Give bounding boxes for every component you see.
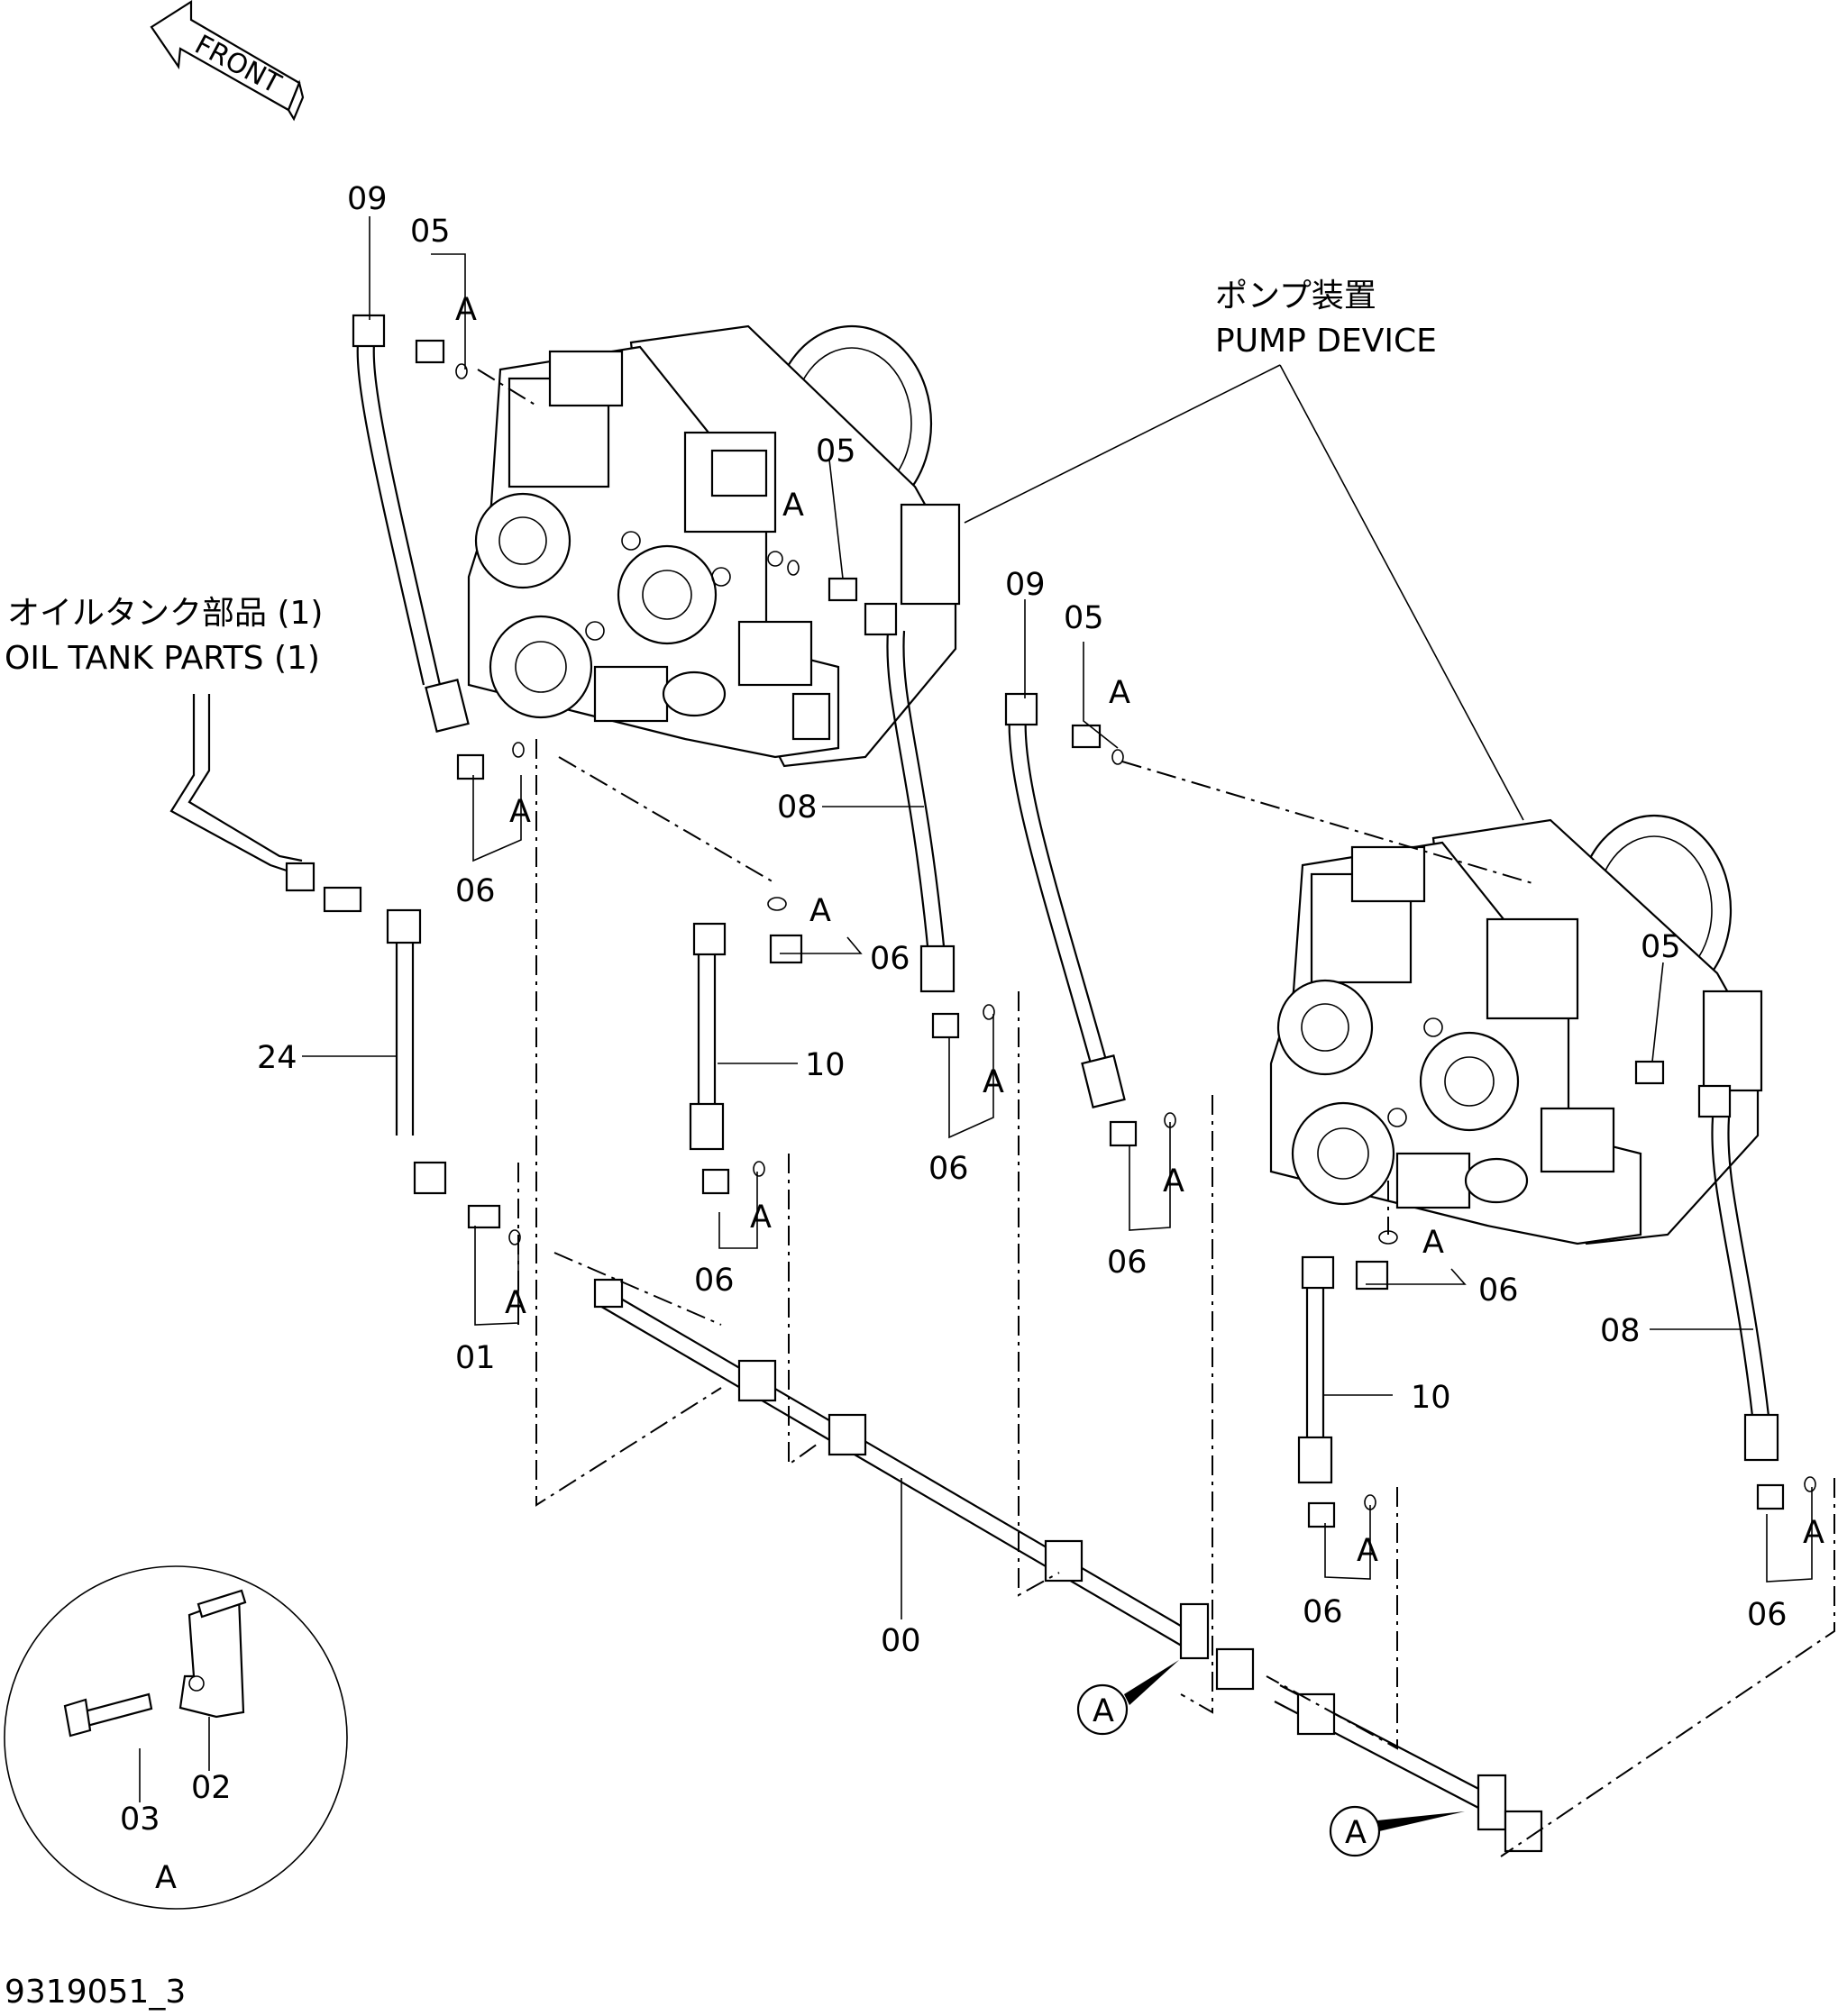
detail-view-label: A: [155, 1860, 177, 1896]
ref-label-a: A: [1422, 1225, 1444, 1261]
fittings: [415, 339, 1816, 1528]
leader-lines: [302, 216, 1753, 1619]
ref-balloon-a-1: A: [1076, 1660, 1179, 1736]
ref-balloon-a-label: A: [1345, 1815, 1367, 1851]
front-arrow-icon: FRONT: [150, 0, 305, 122]
part-label-06: 06: [1107, 1245, 1148, 1281]
ref-label-a: A: [505, 1285, 526, 1321]
part-label-00: 00: [881, 1623, 921, 1659]
part-label-09: 09: [347, 181, 388, 217]
pump-device-label-jp: ポンプ装置: [1215, 278, 1376, 315]
pump-device-upper: [467, 324, 961, 768]
part-label-06: 06: [870, 941, 910, 977]
part-label-06: 06: [694, 1263, 735, 1299]
drawing-number: 9319051_3: [5, 1974, 186, 2011]
part-label-06: 06: [1303, 1594, 1343, 1630]
assembly-labels: ポンプ装置 PUMP DEVICE オイルタンク部品 (1) OIL TANK …: [5, 278, 1437, 677]
ref-label-a: A: [809, 893, 831, 929]
ref-label-a: A: [983, 1064, 1004, 1100]
part-label-05: 05: [1641, 929, 1681, 965]
pump-device-lower: [1269, 814, 1763, 1245]
manifold-pipe-00: [593, 1278, 1543, 1853]
part-label-08: 08: [777, 789, 818, 826]
ref-balloon-a-label: A: [1093, 1693, 1114, 1729]
pump-device-label-en: PUMP DEVICE: [1215, 323, 1437, 360]
part-label-05: 05: [816, 433, 856, 470]
oil-tank-parts-label-jp: オイルタンク部品 (1): [7, 595, 323, 632]
hose-08-lower: [1697, 1084, 1779, 1462]
part-label-05: 05: [1064, 600, 1104, 636]
ref-label-a: A: [509, 794, 531, 830]
ref-balloon-a-2: A: [1329, 1805, 1465, 1857]
ref-label-a: A: [782, 488, 804, 524]
part-label-06: 06: [1747, 1597, 1788, 1633]
ref-label-a: A: [1163, 1163, 1184, 1200]
part-labels: 09 05 A 05 A 09 05 A 08 A 06 A 06 24 10 …: [120, 181, 1824, 1838]
oil-tank-parts-label-en: OIL TANK PARTS (1): [5, 640, 320, 677]
ref-label-a: A: [1357, 1533, 1378, 1569]
ref-label-a: A: [1109, 675, 1130, 711]
part-label-06: 06: [1478, 1273, 1519, 1309]
part-label-06: 06: [928, 1151, 969, 1187]
ref-label-a: A: [1803, 1515, 1824, 1551]
pump-device-leaders: [964, 364, 1524, 821]
hose-09-lower: [1004, 692, 1126, 1108]
part-label-02: 02: [191, 1770, 232, 1806]
hose-10-upper: [689, 922, 727, 1151]
part-label-10: 10: [1411, 1380, 1451, 1416]
part-label-08: 08: [1600, 1313, 1641, 1349]
hose-10-lower: [1297, 1255, 1335, 1484]
part-label-06: 06: [455, 873, 496, 909]
part-label-05: 05: [410, 214, 451, 250]
oil-tank-pipe: [169, 694, 362, 913]
part-label-09: 09: [1005, 567, 1046, 603]
front-label: FRONT: [189, 29, 287, 100]
ref-label-a: A: [455, 292, 477, 328]
detail-view-a: A: [4, 1565, 348, 1910]
part-label-03: 03: [120, 1802, 160, 1838]
part-label-01: 01: [455, 1340, 496, 1376]
hose-09-upper: [352, 314, 470, 733]
dashed-routing-lines: [477, 369, 1835, 1857]
ref-brackets: [431, 253, 1813, 1583]
hose-24: [386, 908, 447, 1195]
hose-08-upper: [864, 602, 956, 993]
part-label-10: 10: [805, 1047, 846, 1083]
part-label-24: 24: [257, 1040, 297, 1076]
ref-label-a: A: [750, 1200, 772, 1236]
